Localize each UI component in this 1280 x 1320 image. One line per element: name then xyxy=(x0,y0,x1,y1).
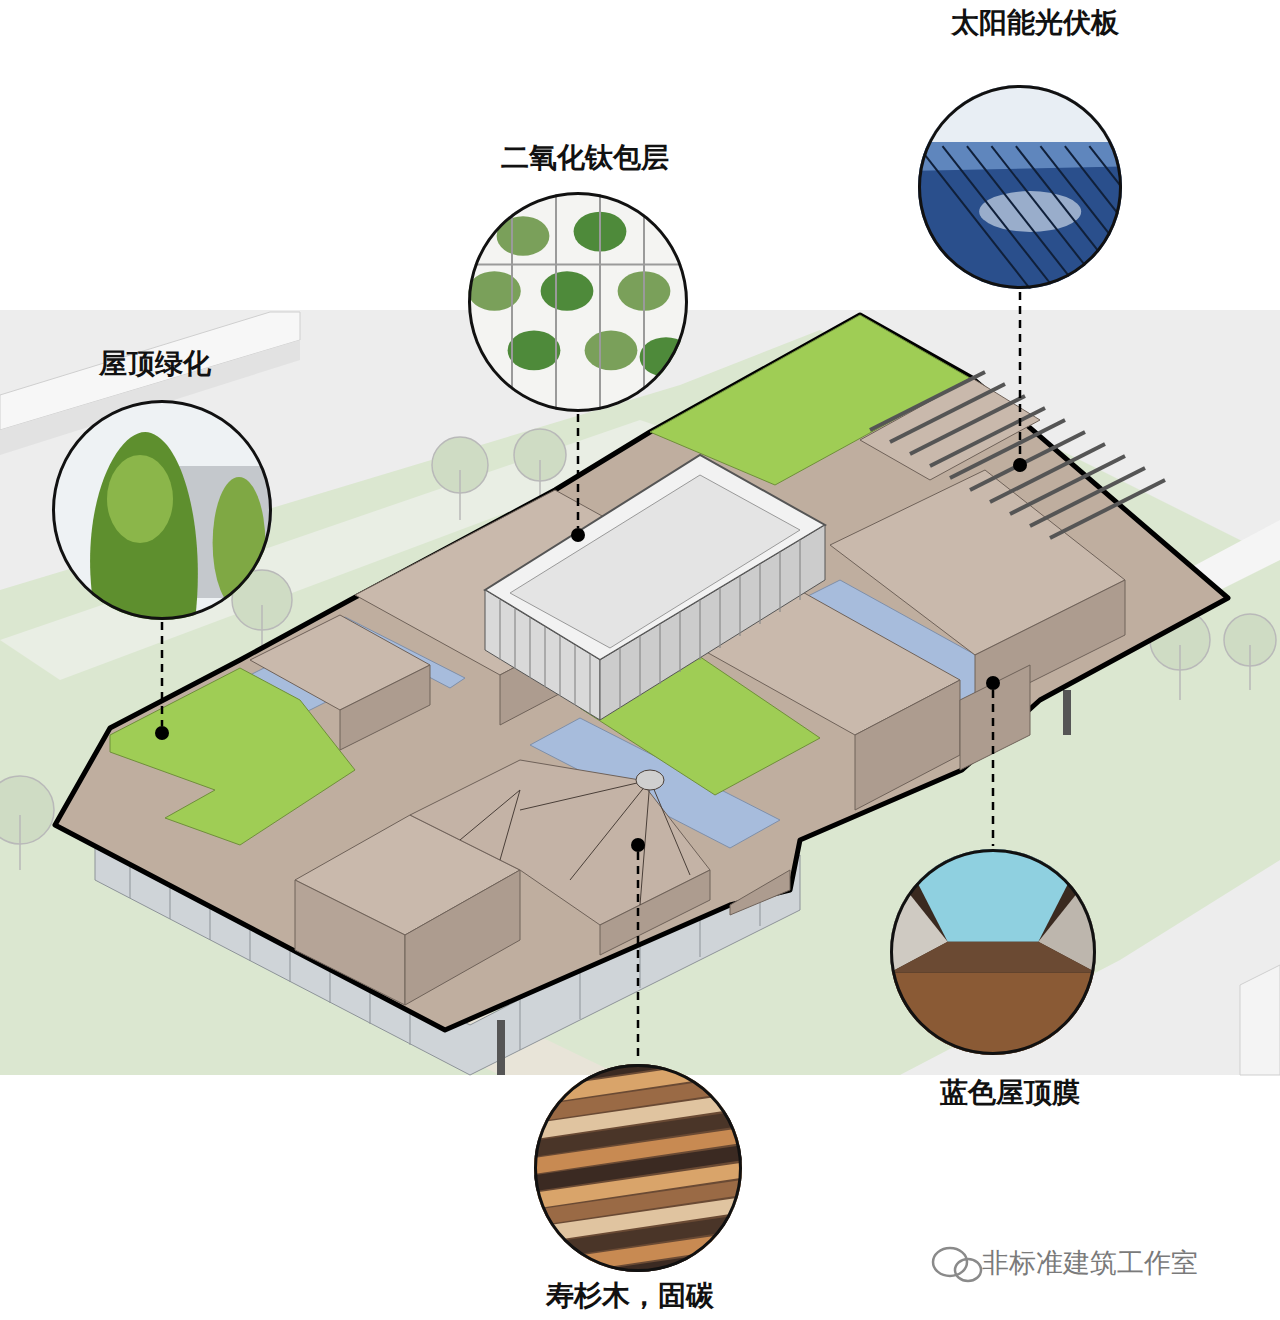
watermark-icon xyxy=(933,1248,981,1281)
callout-label: 蓝色屋顶膜 xyxy=(940,1077,1080,1109)
callout-image xyxy=(918,85,1202,289)
callout-ring xyxy=(470,194,687,411)
callout-image xyxy=(534,1024,742,1295)
pyramid-lines xyxy=(460,770,690,905)
solar-panel-slats xyxy=(870,372,1165,538)
callout-image xyxy=(468,192,692,412)
leader-dots xyxy=(155,458,1027,852)
callout-circle xyxy=(890,849,1096,1055)
callout-circle xyxy=(468,192,688,412)
callout-ring xyxy=(920,87,1121,288)
callout-ring xyxy=(536,1066,741,1271)
callout-label: 太阳能光伏板 xyxy=(951,7,1119,39)
timber-boxes xyxy=(250,378,1125,1005)
callout-image xyxy=(52,400,272,620)
callout-image xyxy=(890,849,1096,1055)
callout-ring xyxy=(892,851,1095,1054)
material-callout: 寿杉木，固碳 xyxy=(534,1064,742,1272)
callout-circle xyxy=(534,1064,742,1272)
watermark: 非标准建筑工作室 xyxy=(982,1245,1198,1281)
material-callout: 屋顶绿化 xyxy=(52,400,272,620)
titanium-clad-volume xyxy=(485,455,825,720)
callout-label: 二氧化钛包层 xyxy=(501,142,669,174)
callout-label: 屋顶绿化 xyxy=(99,348,211,380)
material-callout: 二氧化钛包层 xyxy=(468,192,688,412)
material-callout: 太阳能光伏板 xyxy=(918,85,1122,289)
callout-ring xyxy=(54,402,271,619)
site-ground xyxy=(0,310,1280,1075)
callout-circle xyxy=(52,400,272,620)
callout-circle xyxy=(918,85,1122,289)
material-callout: 蓝色屋顶膜 xyxy=(890,849,1096,1055)
callout-label: 寿杉木，固碳 xyxy=(546,1280,714,1312)
